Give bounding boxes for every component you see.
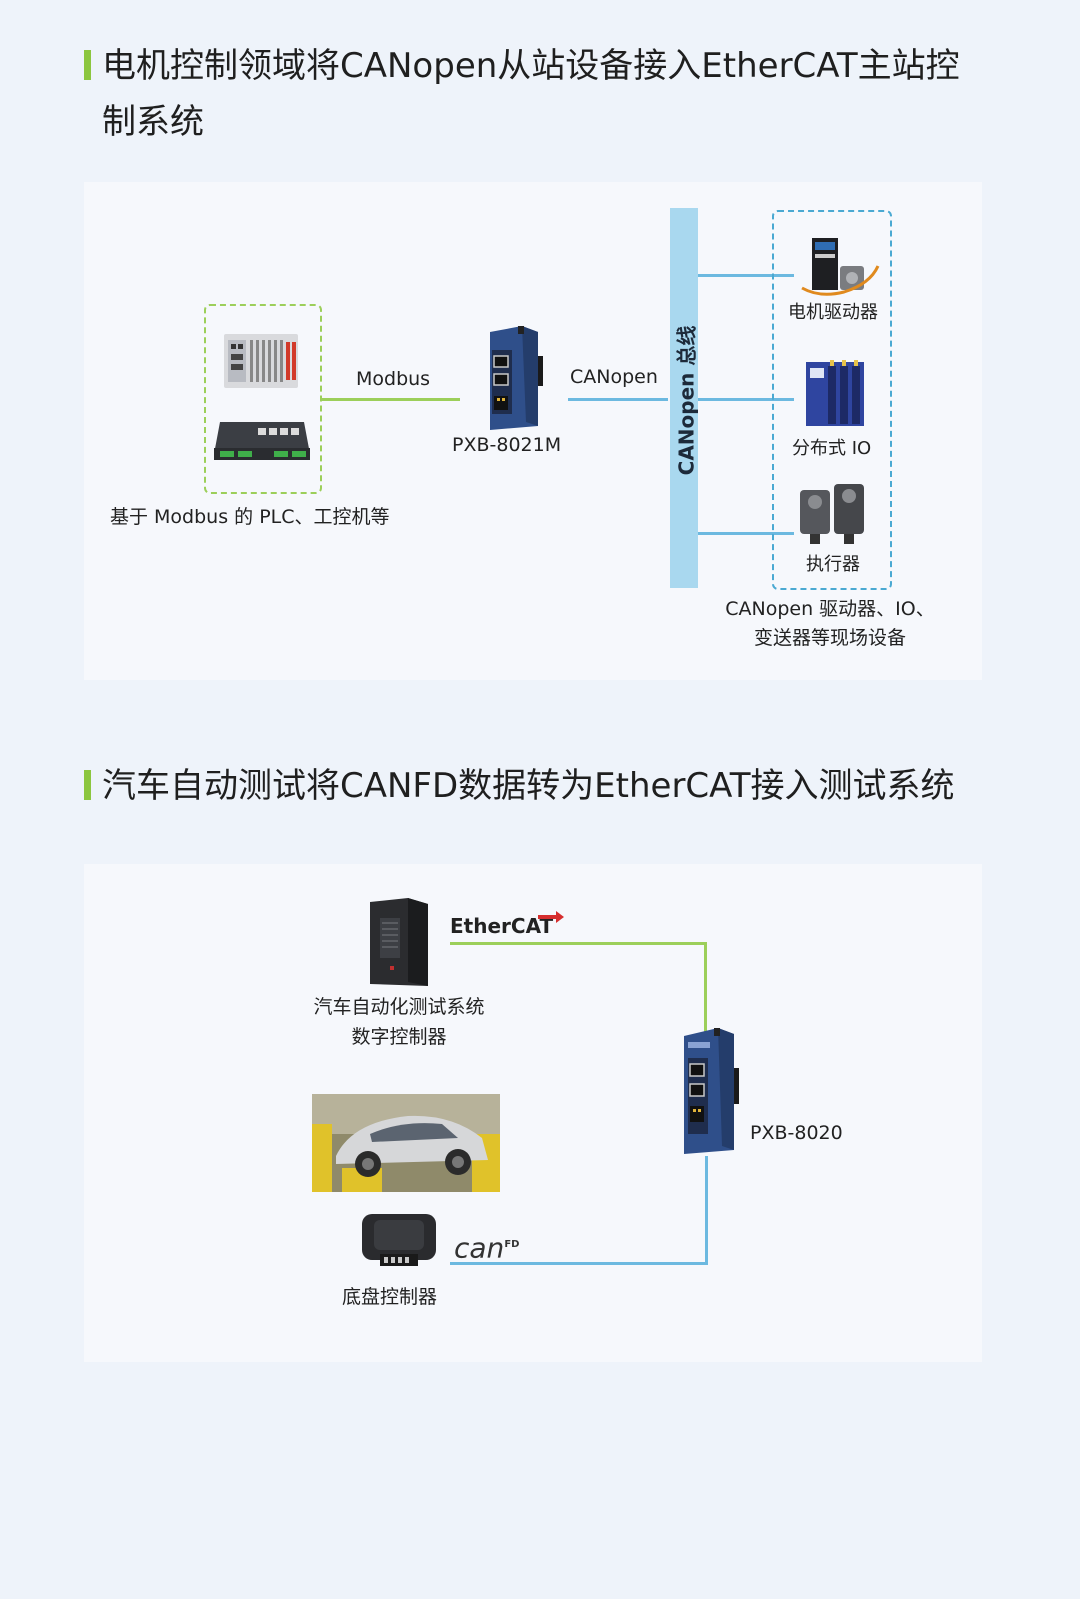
pxb-8020-gateway-image [684, 1028, 739, 1154]
distributed-io-label: 分布式 IO [792, 438, 872, 459]
ethercat-logo-text: EtherCAT [450, 914, 554, 938]
title-accent-bar [84, 50, 91, 80]
canfd-logo-text: can [454, 1231, 505, 1265]
canopen-bus [670, 208, 698, 588]
pxb-8021m-gateway-image [490, 326, 543, 430]
test-controller-label-line2: 数字控制器 [351, 1026, 447, 1048]
modbus-link-line [320, 398, 460, 401]
test-controller-label-line1: 汽车自动化测试系统 [313, 996, 485, 1018]
bus-branch-distributed-io [698, 398, 794, 401]
title-accent-bar [84, 770, 91, 800]
canfd-link-horizontal [450, 1262, 708, 1265]
diagram-panel-canfd: EtherCAT 汽车自动化测试系统 数字控制器 PXB-8020 [84, 864, 982, 1362]
ethercat-arrows-icon [538, 911, 564, 923]
vehicle-test-photo [312, 1094, 500, 1192]
modbus-group-label: 基于 Modbus 的 PLC、工控机等 [110, 506, 390, 528]
motor-drive-image [801, 238, 880, 296]
canopen-device-group [772, 210, 892, 590]
bus-branch-actuator [698, 532, 794, 535]
distributed-io-image [806, 360, 864, 426]
ethercat-link-horizontal [450, 942, 706, 945]
chassis-controller-image [362, 1214, 436, 1266]
section2-title-text: 汽车自动测试将CANFD数据转为EtherCAT接入测试系统 [102, 766, 955, 806]
section1-title: 电机控制领域将CANopen从站设备接入EtherCAT主站控制系统 [84, 38, 982, 150]
modbus-link-label: Modbus [356, 368, 431, 390]
canfd-logo-sup: FD [504, 1239, 520, 1250]
motor-drive-label: 电机驱动器 [788, 302, 878, 323]
modbus-device-group [204, 304, 322, 494]
ethercat-logo: EtherCAT [450, 914, 553, 938]
test-controller-image [370, 898, 428, 986]
canopen-group-label-line1: CANopen 驱动器、IO、 [725, 598, 935, 620]
canopen-link-label: CANopen [570, 366, 658, 388]
canopen-bus-label: CANopen 总线 [674, 325, 699, 476]
pxb-8021m-label: PXB-8021M [452, 434, 562, 456]
canopen-group-label-line2: 变送器等现场设备 [753, 627, 906, 649]
diagram-panel-canopen: 基于 Modbus 的 PLC、工控机等 Modbus PXB-8021M CA… [84, 182, 982, 680]
industrial-pc-image [214, 422, 310, 460]
canfd-logo: canFD [454, 1230, 519, 1263]
plc-image [224, 334, 298, 388]
actuator-image [800, 484, 864, 544]
canopen-link-line [568, 398, 668, 401]
section2-title: 汽车自动测试将CANFD数据转为EtherCAT接入测试系统 [84, 758, 1002, 814]
ethercat-link-vertical [704, 942, 707, 1032]
actuator-label: 执行器 [806, 554, 860, 575]
bus-branch-motor-drive [698, 274, 794, 277]
chassis-controller-label: 底盘控制器 [342, 1286, 438, 1308]
canfd-link-vertical [705, 1156, 708, 1264]
section1-title-text: 电机控制领域将CANopen从站设备接入EtherCAT主站控制系统 [102, 46, 960, 142]
pxb-8020-label: PXB-8020 [750, 1122, 843, 1144]
